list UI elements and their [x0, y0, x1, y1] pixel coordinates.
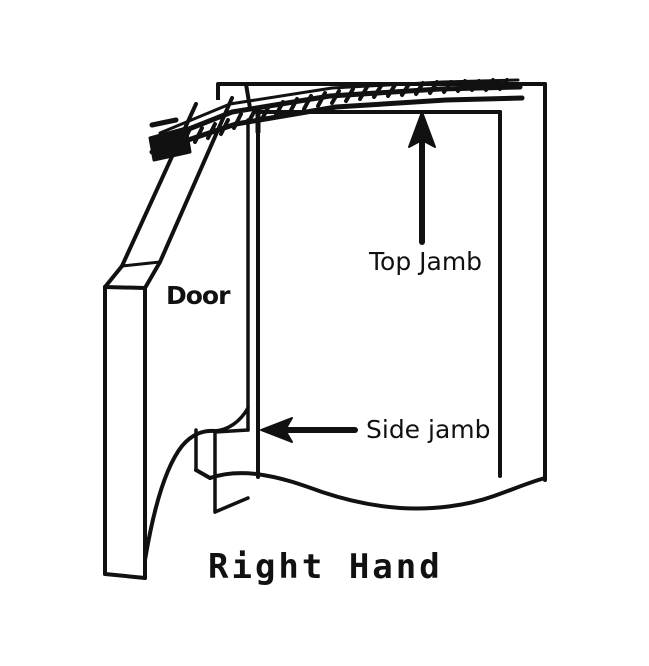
door-panel-top-face-right: [143, 260, 162, 290]
hinge-hatching: [148, 78, 525, 162]
side-jamb-lower-face-2: [213, 496, 250, 514]
top-jamb-label: Top Jamb: [369, 247, 483, 276]
side-jamb-arrow: [260, 417, 358, 443]
door-label: Door: [166, 281, 230, 310]
frame-top-left-notch: [216, 82, 252, 109]
wall-torn-edge: [208, 471, 547, 511]
door-panel-top-face-left: [103, 264, 124, 289]
top-jamb-arrow-head: [408, 111, 436, 148]
wall-torn-edge-left-stub: [194, 468, 212, 480]
door-panel-top-edge: [103, 285, 147, 290]
side-jamb-label: Side jamb: [366, 415, 491, 444]
door-panel-bottom-edge: [103, 572, 147, 580]
top-jamb-arrow: [408, 111, 436, 245]
door-panel-top-face-back: [120, 260, 162, 268]
door-torn-bottom-curve-upper: [213, 406, 250, 433]
door-swing-upper-edge: [158, 96, 234, 264]
side-jamb-arrow-head: [260, 417, 293, 443]
door-torn-bottom-curve: [143, 428, 217, 562]
figure-caption: Right Hand: [208, 547, 443, 587]
